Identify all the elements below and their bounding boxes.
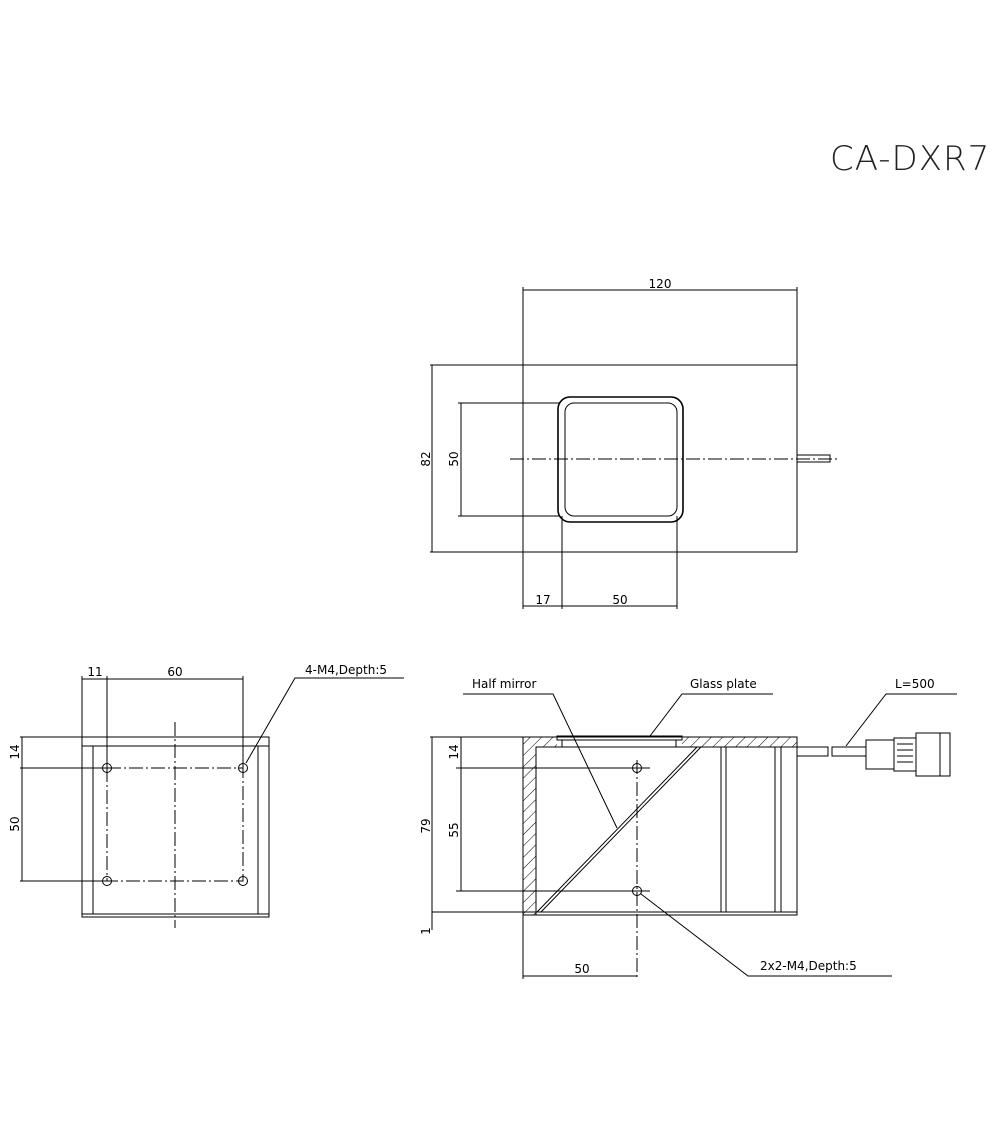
model-title: CA-DXR7 [830, 139, 990, 179]
dim-offset: 11 [87, 665, 102, 679]
side-view: 79 1 14 55 50 Half mirror Glass plate L=… [419, 677, 957, 979]
callout-holes: 2x2-M4,Depth:5 [760, 959, 857, 973]
dim-height: 82 [419, 451, 433, 466]
half-mirror [536, 746, 698, 913]
cable-connector [797, 732, 951, 777]
dim-offset: 17 [535, 593, 550, 607]
callout-holes: 4-M4,Depth:5 [305, 663, 387, 677]
dim-height: 79 [419, 818, 433, 833]
callout-cable-length: L=500 [895, 677, 935, 691]
dim-top-offset: 14 [8, 744, 22, 759]
dim-hole-pitch-y: 50 [8, 816, 22, 831]
dim-window-height: 50 [447, 451, 461, 466]
dim-window-width: 50 [612, 593, 627, 607]
dim-base: 1 [419, 927, 433, 935]
dim-hole-offset-x: 50 [574, 962, 589, 976]
dim-length: 120 [649, 277, 672, 291]
top-view: 120 82 50 17 50 [419, 277, 840, 609]
dim-hole-pitch-x: 60 [167, 665, 182, 679]
cable-stub [796, 454, 831, 463]
dim-top-offset: 14 [447, 744, 461, 759]
callout-half-mirror: Half mirror [472, 677, 537, 691]
front-view: 11 60 14 50 4-M4,Depth:5 [8, 663, 404, 928]
side-view-outline [522, 736, 798, 916]
dim-hole-pitch-y: 55 [447, 822, 461, 837]
callout-glass-plate: Glass plate [690, 677, 757, 691]
mount-hole [238, 876, 248, 886]
